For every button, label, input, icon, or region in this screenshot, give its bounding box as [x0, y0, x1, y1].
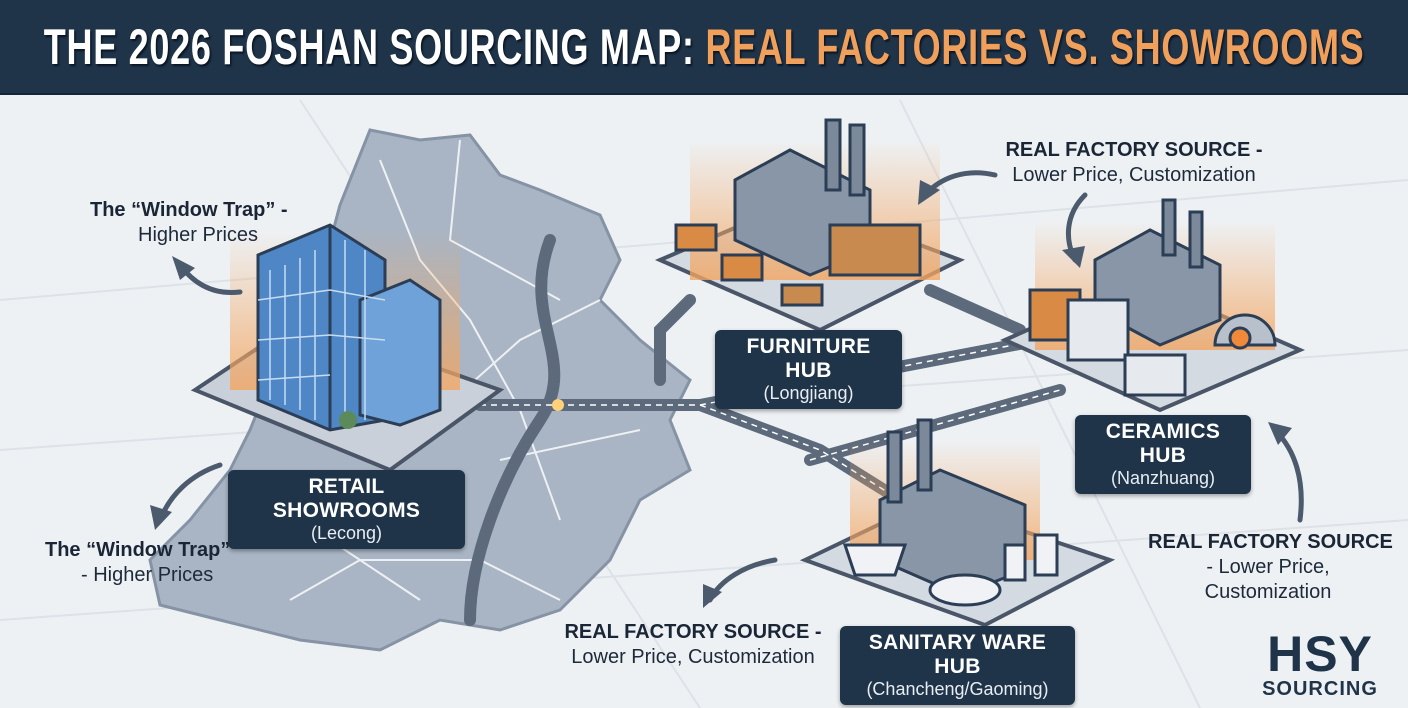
hub-label-retail-showrooms: RETAIL SHOWROOMS (Lecong) [228, 470, 465, 549]
hub-place: (Nanzhuang) [1110, 468, 1216, 488]
title-main: THE 2026 FOSHAN SOURCING MAP: [43, 18, 695, 75]
hsy-sourcing-logo: HSY SOURCING [1250, 626, 1390, 701]
factory-note-top: REAL FACTORY SOURCE - Lower Price, Custo… [1000, 138, 1268, 188]
note-text: - Higher Prices [81, 564, 214, 586]
factory-note-right: REAL FACTORY SOURCE - Lower Price, Custo… [1148, 530, 1393, 605]
hub-place: (Lecong) [310, 523, 383, 543]
note-heading: The “Window Trap” - [90, 199, 288, 221]
title-accent: REAL FACTORIES VS. SHOWROOMS [705, 18, 1365, 75]
window-trap-note-bottom: The “Window Trap” - Higher Prices [45, 538, 230, 588]
note-heading: REAL FACTORY SOURCE - [564, 621, 822, 643]
note-heading: REAL FACTORY SOURCE [1148, 531, 1393, 553]
page-title: THE 2026 FOSHAN SOURCING MAP: REAL FACTO… [44, 18, 1365, 76]
hub-name: SANITARY WARE HUB [868, 631, 1047, 678]
factory-note-bottom: REAL FACTORY SOURCE - Lower Price, Custo… [562, 620, 824, 670]
hub-label-furniture: FURNITURE HUB (Longjiang) [715, 330, 902, 409]
hub-name: RETAIL SHOWROOMS [272, 475, 421, 522]
note-text: - Lower Price, [1206, 556, 1330, 578]
logo-main: HSY [1267, 626, 1373, 682]
hub-label-ceramics: CERAMICS HUB (Nanzhuang) [1075, 415, 1251, 494]
hub-place: (Chancheng/Gaoming) [866, 679, 1049, 699]
hub-place: (Longjiang) [763, 383, 854, 403]
note-text: Customization [1204, 581, 1332, 603]
note-heading: REAL FACTORY SOURCE - [1005, 139, 1263, 161]
sanitary-factory-icon [842, 418, 1059, 607]
title-bar: THE 2026 FOSHAN SOURCING MAP: REAL FACTO… [0, 0, 1408, 95]
note-text: Lower Price, Customization [1012, 164, 1256, 186]
showroom-building-icon [256, 223, 442, 432]
note-text: Higher Prices [138, 224, 259, 246]
window-trap-note-top: The “Window Trap” - Higher Prices [90, 198, 288, 248]
hub-label-sanitary-ware: SANITARY WARE HUB (Chancheng/Gaoming) [840, 626, 1075, 705]
hub-name: FURNITURE HUB [746, 335, 871, 382]
ceramics-factory-icon [1028, 198, 1277, 397]
junction-glow [552, 399, 564, 411]
hub-name: CERAMICS HUB [1105, 420, 1221, 467]
logo-sub: SOURCING [1262, 678, 1378, 700]
furniture-factory-icon [674, 118, 922, 307]
note-text: Lower Price, Customization [571, 646, 815, 668]
note-heading: The “Window Trap” [45, 539, 231, 561]
